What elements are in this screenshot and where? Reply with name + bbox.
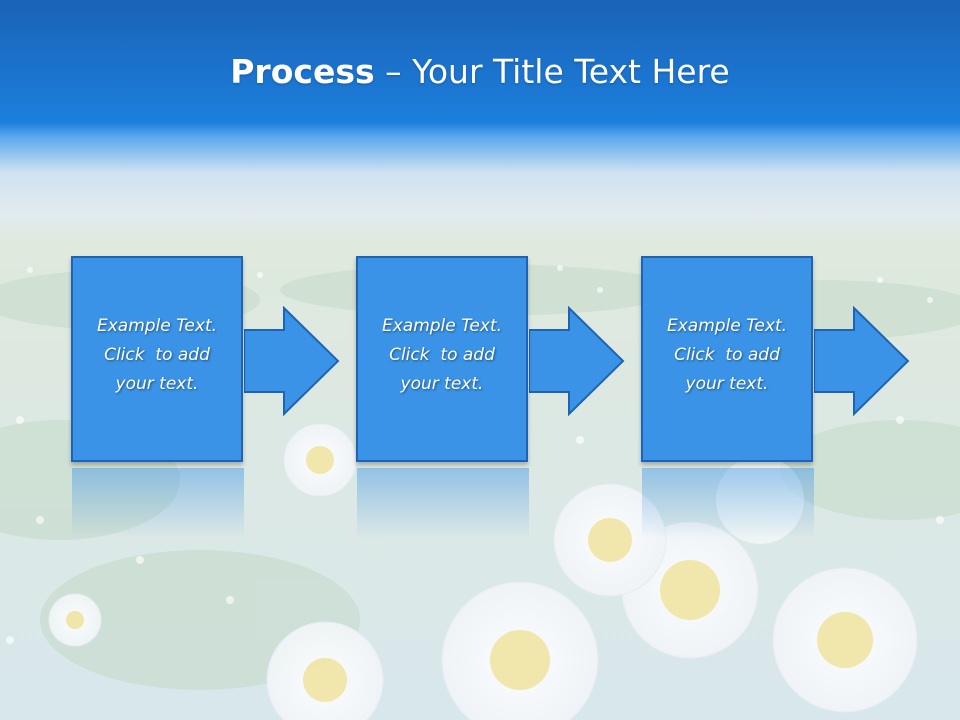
step-3-text[interactable]: Example Text. Click to add your text. (641, 312, 813, 399)
daisy-flowers (48, 423, 918, 720)
step-2-reflection (357, 468, 529, 538)
step-1-line-3: your text. (115, 374, 199, 394)
step-1-line-1: Example Text. (96, 316, 218, 336)
step-2-text[interactable]: Example Text. Click to add your text. (356, 312, 528, 399)
title-bold: Process (230, 52, 375, 91)
step-1-arrow-icon (244, 306, 340, 416)
step-2-line-2: Click to add (389, 345, 495, 365)
step-3-line-2: Click to add (674, 345, 780, 365)
step-1-line-2: Click to add (104, 345, 210, 365)
step-3-line-1: Example Text. (666, 316, 788, 336)
step-2-arrow-icon (529, 306, 625, 416)
title-rest: Your Title Text Here (412, 52, 730, 91)
step-1[interactable]: Example Text. Click to add your text. (71, 256, 247, 466)
step-1-text[interactable]: Example Text. Click to add your text. (71, 312, 243, 399)
step-3-line-3: your text. (685, 374, 769, 394)
step-2-box[interactable] (356, 256, 528, 462)
step-2-line-1: Example Text. (381, 316, 503, 336)
step-3-arrow-icon (814, 306, 910, 416)
step-3-reflection (642, 468, 814, 538)
step-1-reflection (72, 468, 244, 538)
step-3[interactable]: Example Text. Click to add your text. (641, 256, 817, 466)
step-2[interactable]: Example Text. Click to add your text. (356, 256, 532, 466)
step-1-box[interactable] (71, 256, 243, 462)
title-dash: – (374, 52, 413, 91)
step-2-line-3: your text. (400, 374, 484, 394)
slide-title: Process – Your Title Text Here (0, 52, 960, 91)
step-3-box[interactable] (641, 256, 813, 462)
